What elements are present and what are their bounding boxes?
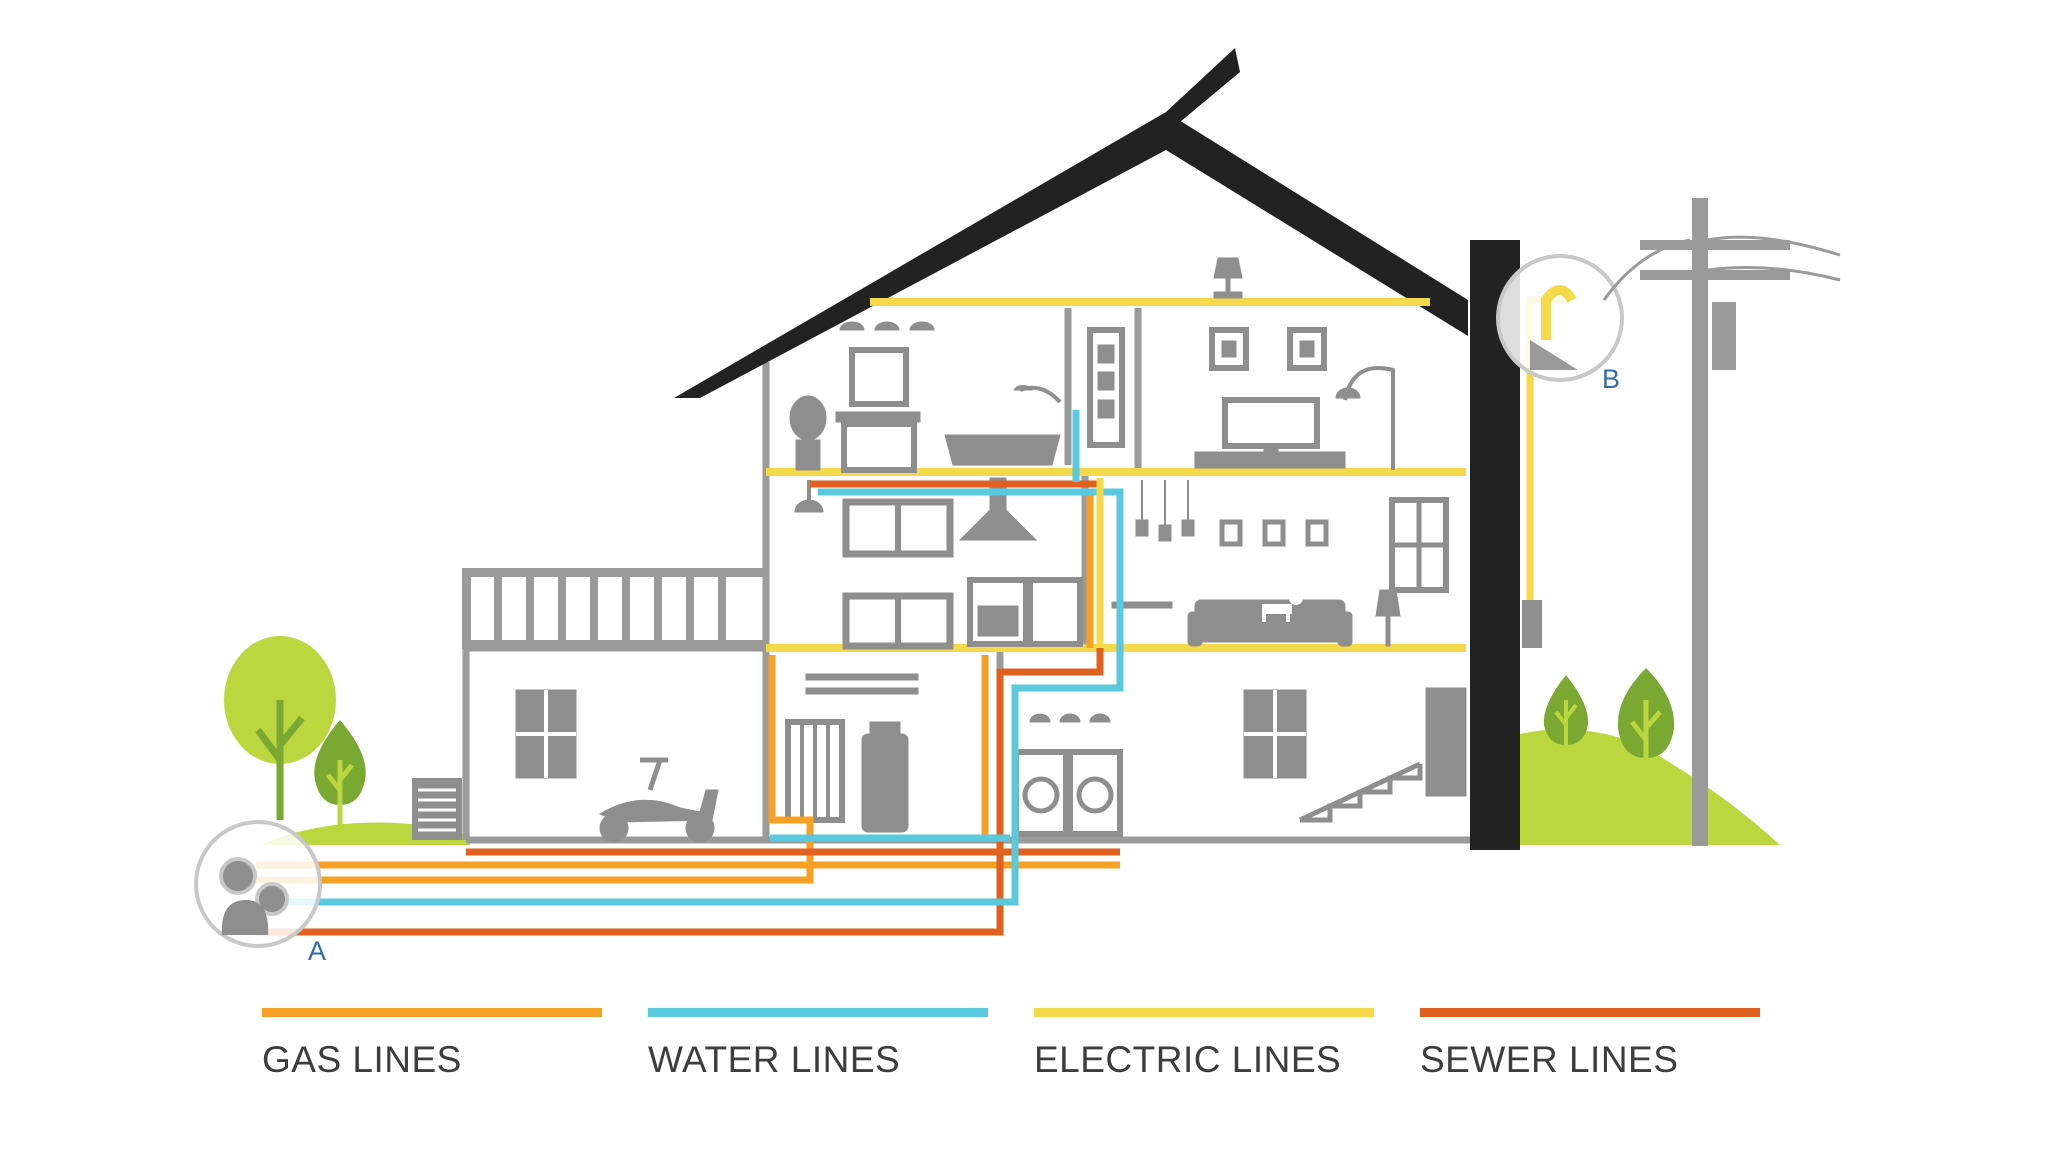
callout-b-label: B <box>1602 364 1620 394</box>
legend-label-electric: ELECTRIC LINES <box>1034 1039 1342 1080</box>
tree-icon <box>224 636 366 830</box>
stove-icon <box>967 577 1029 647</box>
legend-swatch-water <box>648 1008 988 1017</box>
legend-swatch-electric <box>1034 1008 1374 1017</box>
pendant-light-icon <box>839 321 935 331</box>
legend: GAS LINES WATER LINES ELECTRIC LINES SEW… <box>0 1008 2048 1108</box>
tv-icon <box>1222 397 1320 453</box>
legend-item-water: WATER LINES <box>648 1008 988 1081</box>
tree-icon <box>1543 668 1675 800</box>
water-line <box>256 410 1124 906</box>
legend-item-electric: ELECTRIC LINES <box>1034 1008 1374 1081</box>
pendant-light-icon <box>1029 713 1111 723</box>
legend-item-gas: GAS LINES <box>262 1008 602 1081</box>
washer-icon <box>1013 749 1123 837</box>
ac-unit <box>412 778 462 840</box>
scooter-icon <box>598 757 719 843</box>
toilet-icon <box>789 395 827 471</box>
legend-label-water: WATER LINES <box>648 1039 901 1080</box>
pendant-light-icon <box>1135 480 1195 542</box>
lower-floor-furniture <box>515 673 1467 843</box>
legend-label-sewer: SEWER LINES <box>1420 1039 1679 1080</box>
roof <box>674 48 1468 398</box>
top-floor-furniture <box>789 257 1395 473</box>
meter-icon <box>1522 600 1542 648</box>
legend-swatch-gas <box>262 1008 602 1017</box>
sofa-icon <box>1187 599 1353 647</box>
gas-line <box>256 490 1120 884</box>
ground <box>260 729 1780 845</box>
legend-swatch-sewer <box>1420 1008 1760 1017</box>
bathtub-icon <box>944 385 1062 466</box>
utility-pole-icon <box>1602 198 1841 846</box>
dog-icon <box>1262 591 1303 622</box>
balcony-railing <box>462 568 766 649</box>
callout-a-label: A <box>308 936 326 966</box>
callout-a: A <box>194 820 326 966</box>
stairs-icon <box>1298 761 1423 823</box>
legend-item-sewer: SEWER LINES <box>1420 1008 1760 1081</box>
legend-label-gas: GAS LINES <box>262 1039 462 1080</box>
callout-b: B <box>1496 254 1624 394</box>
lamp-icon <box>1213 257 1243 299</box>
middle-floor-furniture <box>794 477 1449 650</box>
water-heater-icon <box>861 721 909 833</box>
